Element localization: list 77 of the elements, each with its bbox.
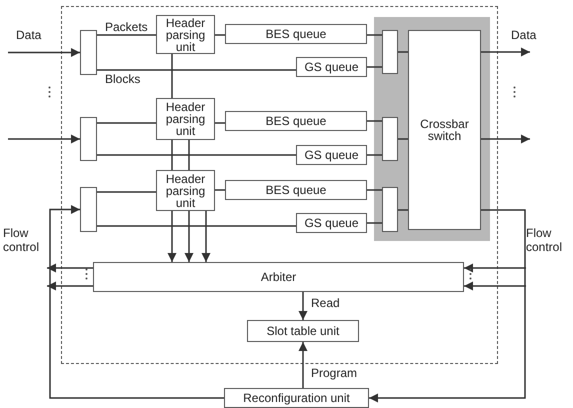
arrow [8, 134, 80, 144]
port-box [382, 187, 398, 232]
arrow [464, 264, 526, 272]
connector-line [367, 222, 382, 224]
connector-line [97, 154, 296, 156]
unit-box [247, 320, 359, 342]
connector-line [188, 140, 190, 170]
connector-line [398, 209, 408, 211]
port-box [80, 30, 97, 75]
arrow [481, 134, 530, 144]
unit-label: GS queue [303, 149, 360, 161]
arrow [47, 282, 93, 290]
connector-line [171, 140, 173, 170]
connector-line [97, 122, 156, 124]
unit-label: Arbiter [260, 271, 298, 283]
connector-line [97, 34, 156, 36]
connector-line [398, 51, 408, 53]
connector-line [367, 189, 382, 191]
unit-label: GS queue [303, 217, 360, 229]
port-box [382, 30, 398, 74]
unit-box [408, 30, 481, 230]
connector-line [215, 189, 225, 191]
connector-line [367, 66, 382, 68]
arrow [168, 211, 176, 262]
unit-label: Reconfiguration unit [242, 392, 351, 404]
connector-line [171, 54, 173, 98]
connector-line [367, 34, 382, 36]
arrow [184, 211, 194, 262]
port-box [80, 187, 97, 232]
unit-box [156, 170, 215, 211]
arrow [49, 205, 224, 399]
unit-box [156, 15, 215, 54]
port-box [382, 117, 398, 161]
arrow [464, 282, 526, 290]
unit-box [225, 24, 367, 44]
unit-label: Header parsing unit [164, 16, 206, 52]
switch-panel [374, 17, 490, 241]
unit-box [225, 111, 367, 131]
connector-line [398, 138, 408, 140]
edge-label: Data [15, 29, 42, 42]
unit-label: BES queue [264, 28, 328, 40]
unit-label: BES queue [264, 115, 328, 127]
edge-label: Blocks [104, 73, 142, 86]
connector-line [97, 225, 296, 227]
arrow [481, 48, 530, 56]
unit-label: Crossbar switch [419, 118, 470, 142]
unit-label: Slot table unit [266, 325, 340, 337]
edge-label: Read [310, 297, 341, 310]
port-box [80, 117, 97, 161]
connector-line [367, 120, 382, 122]
signal-label: Flow control [3, 226, 40, 254]
unit-box [224, 388, 369, 408]
connector-line [367, 154, 382, 156]
unit-label: GS queue [303, 61, 360, 73]
arrow [202, 211, 210, 262]
edge-label: Program [310, 367, 358, 380]
arrow [298, 292, 308, 320]
edge-label: Packets [104, 21, 149, 34]
unit-box [296, 57, 367, 77]
unit-box [296, 213, 367, 233]
unit-label: Header parsing unit [164, 172, 206, 208]
arrow [369, 209, 526, 402]
unit-box [225, 180, 367, 200]
connector-line [215, 122, 225, 124]
unit-label: Header parsing unit [164, 101, 206, 137]
connector-line [97, 191, 156, 193]
connector-line [215, 34, 225, 36]
unit-box [296, 145, 367, 165]
unit-box [93, 262, 464, 292]
arrow [47, 264, 93, 272]
edge-label: Data [510, 29, 538, 42]
connector-line [97, 69, 296, 71]
arrow [298, 342, 308, 388]
signal-label: Flow control [526, 226, 564, 254]
unit-label: BES queue [264, 184, 328, 196]
unit-box [156, 98, 215, 140]
arrow [8, 48, 80, 57]
